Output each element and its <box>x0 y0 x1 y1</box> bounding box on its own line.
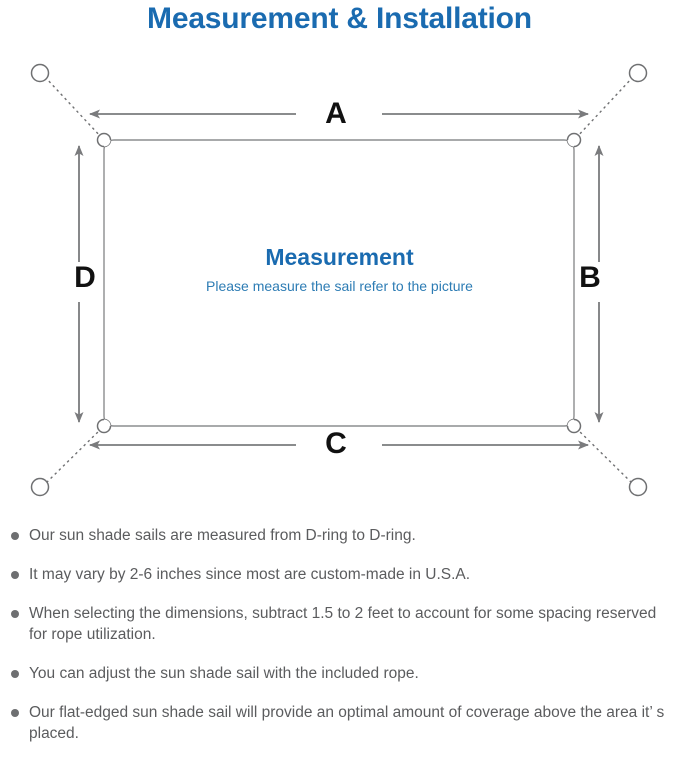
note-text: When selecting the dimensions, subtract … <box>29 605 657 643</box>
dimension-label-c: C <box>325 427 347 460</box>
list-item: You can adjust the sun shade sail with t… <box>0 663 679 684</box>
page-title: Measurement & Installation <box>147 2 532 35</box>
anchor-rings <box>30 63 648 497</box>
note-text: Our flat-edged sun shade sail will provi… <box>29 704 665 742</box>
note-text: It may vary by 2-6 inches since most are… <box>29 566 471 583</box>
rope-top-left <box>44 76 103 139</box>
bullet-icon <box>11 532 19 540</box>
bullet-icon <box>11 571 19 579</box>
rope-lines <box>44 76 634 485</box>
rope-top-right <box>575 76 634 139</box>
bullet-icon <box>11 670 19 678</box>
note-text: You can adjust the sun shade sail with t… <box>29 665 419 682</box>
rope-bottom-right <box>575 427 634 485</box>
notes-list: Our sun shade sails are measured from D-… <box>0 525 679 762</box>
dimension-label-a: A <box>325 97 347 130</box>
list-item: Our flat-edged sun shade sail will provi… <box>0 702 679 744</box>
anchor-ring-top-right <box>628 63 648 83</box>
anchor-ring-bottom-right <box>628 477 648 497</box>
list-item: It may vary by 2-6 inches since most are… <box>0 564 679 585</box>
dimension-label-d: D <box>74 261 96 294</box>
note-text: Our sun shade sails are measured from D-… <box>29 527 416 544</box>
d-ring-wedges <box>104 140 574 426</box>
anchor-ring-bottom-left <box>30 477 50 497</box>
list-item: When selecting the dimensions, subtract … <box>0 603 679 645</box>
dimension-label-b: B <box>579 261 601 294</box>
bullet-icon <box>11 610 19 618</box>
rope-bottom-left <box>44 427 103 485</box>
anchor-ring-top-left <box>30 63 50 83</box>
bullet-icon <box>11 709 19 717</box>
sail-shape <box>103 139 575 427</box>
sail-measurement-diagram: A B C D Measurement Please measure the s… <box>0 46 679 511</box>
list-item: Our sun shade sails are measured from D-… <box>0 525 679 546</box>
